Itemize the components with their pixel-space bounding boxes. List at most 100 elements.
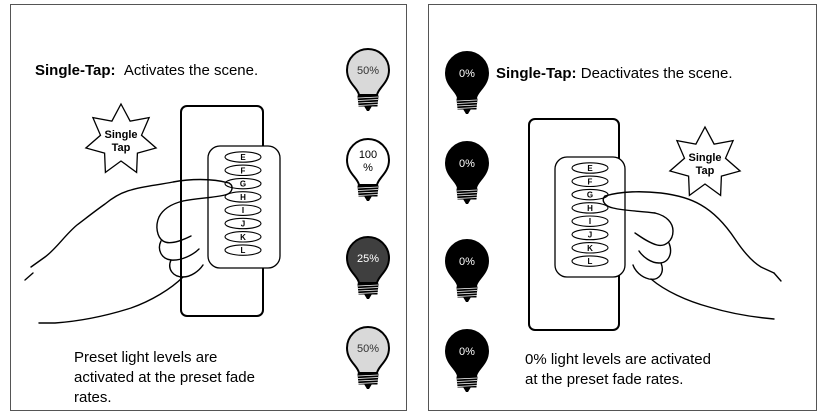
activate-panel: Single-Tap: Activates the scene. Preset …: [10, 4, 407, 411]
bulb-level-label: 0%: [459, 346, 475, 358]
bulb-glass: [345, 326, 391, 374]
scene-button-outline: [224, 177, 262, 190]
bulb-thread: [456, 377, 478, 380]
sleeve-edge: [773, 272, 782, 282]
bulb-thread: [357, 292, 379, 294]
scene-button-label: E: [587, 164, 593, 173]
caption-line: rates.: [74, 389, 112, 406]
burst-outline: [668, 125, 742, 197]
scene-button-label: J: [241, 220, 245, 229]
ring-finger: [638, 242, 672, 264]
burst-outline: [84, 102, 158, 174]
bulb-thread: [456, 380, 478, 382]
scene-button: I: [224, 204, 262, 216]
scene-button: J: [571, 228, 609, 241]
scene-button-label: I: [242, 206, 244, 215]
bulb-thread: [357, 377, 379, 379]
scene-button-label: H: [587, 204, 593, 213]
scene-button-label: L: [241, 246, 246, 255]
bulb-tip: [364, 294, 372, 299]
scene-button: K: [224, 231, 262, 243]
bulb-thread: [456, 295, 478, 297]
heading-bold: Single-Tap:: [35, 62, 116, 79]
index-finger-top: [30, 178, 230, 268]
bulb-thread: [357, 284, 379, 287]
middle-finger: [156, 200, 192, 244]
scene-button: G: [571, 188, 609, 201]
heading-text: Activates the scene.: [123, 62, 259, 79]
scene-button: I: [571, 215, 609, 227]
bulb-thread: [357, 289, 379, 292]
wrist: [38, 276, 184, 324]
burst-label: Tap: [112, 142, 131, 154]
caption-line: activated at the preset fade: [74, 369, 255, 386]
scene-button: E: [224, 151, 262, 163]
bulb-tip: [364, 196, 372, 201]
bulb-thread: [456, 104, 478, 107]
light-bulb-icon: 50%: [345, 48, 391, 111]
scene-button: E: [571, 162, 609, 174]
scene-button: L: [571, 255, 609, 267]
bulb-glass: [345, 138, 391, 186]
scene-button-label: H: [240, 193, 246, 202]
scene-button-outline: [571, 202, 609, 214]
scene-button-outline: [571, 175, 609, 188]
scene-button-outline: [224, 151, 262, 163]
scene-button-outline: [571, 215, 609, 227]
light-bulb-icon: 25%: [345, 236, 391, 299]
bulb-thread: [456, 382, 478, 385]
bulb-level-label: 0%: [459, 158, 475, 170]
burst-label: Single: [688, 152, 721, 164]
bulb-glass: [444, 329, 490, 377]
scene-button-outline: [224, 204, 262, 216]
bulb-glass: [345, 236, 391, 284]
bulb-level-label: 25%: [357, 253, 379, 265]
heading-text: Deactivates the scene.: [580, 65, 733, 82]
scene-button-label: K: [587, 244, 593, 253]
bulb-thread: [357, 96, 379, 99]
bulb-glass: [444, 239, 490, 287]
bulb-thread: [456, 192, 478, 194]
hand-pointing-icon: [602, 191, 782, 320]
scene-button: H: [224, 191, 262, 203]
activate-heading: Single-Tap: Activates the scene.: [35, 62, 258, 79]
bulb-tip: [364, 106, 372, 111]
scene-button: K: [571, 242, 609, 254]
light-bulb-icon: 100%: [345, 138, 391, 201]
bulb-level-label: %: [363, 162, 373, 174]
wrist: [650, 278, 775, 320]
light-bulb-icon: 0%: [444, 141, 490, 204]
bulb-thread: [357, 104, 379, 106]
bulb-glass: [444, 51, 490, 99]
middle-finger: [634, 212, 674, 247]
scene-button-label: I: [589, 217, 591, 226]
hand-pointing-icon: [24, 178, 233, 324]
fingertip: [602, 195, 656, 214]
little-finger: [632, 262, 663, 280]
bulb-tip: [463, 297, 471, 302]
scene-button-outline: [224, 217, 262, 230]
scene-button-outline: [571, 255, 609, 267]
bulb-thread: [357, 287, 379, 289]
scene-button: L: [224, 244, 262, 256]
bulb-thread: [357, 194, 379, 196]
scene-button-label: F: [588, 177, 593, 186]
burst-label: Single: [104, 129, 137, 141]
scene-button-label: G: [587, 191, 593, 200]
bulb-thread: [456, 287, 478, 290]
scene-button-outline: [571, 162, 609, 174]
sleeve-edge: [24, 272, 34, 281]
bulb-level-label: 0%: [459, 68, 475, 80]
scene-button-outline: [571, 242, 609, 254]
light-bulb-icon: 0%: [444, 239, 490, 302]
caption-line: 0% light levels are activated: [525, 351, 711, 368]
bulb-tip: [463, 387, 471, 392]
bulb-thread: [456, 292, 478, 295]
scene-button-label: J: [588, 231, 592, 240]
scene-button-outline: [224, 231, 262, 243]
bulb-thread: [456, 194, 478, 197]
bulb-thread: [456, 290, 478, 292]
